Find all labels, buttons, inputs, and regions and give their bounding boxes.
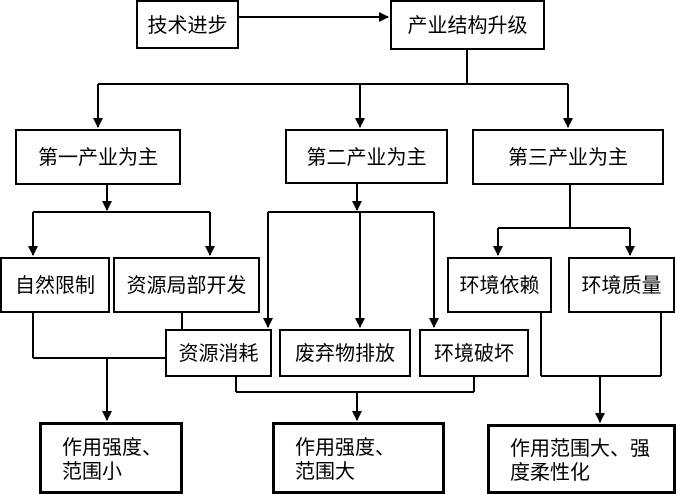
node-waste-discharge: 废弃物排放 [279, 329, 411, 377]
node-result-small: 作用强度、 范围小 [39, 422, 183, 494]
result-soft-line2: 度柔性化 [510, 460, 590, 484]
node-environment-quality: 环境质量 [568, 257, 675, 313]
node-environment-dependence: 环境依赖 [447, 257, 552, 313]
result-small-line1: 作用强度、 [62, 435, 162, 459]
node-secondary-industry: 第二产业为主 [285, 129, 448, 184]
node-industry-upgrade: 产业结构升级 [390, 0, 545, 50]
node-result-large: 作用强度、 范围大 [272, 422, 445, 494]
node-natural-limit: 自然限制 [0, 257, 110, 313]
node-environment-damage: 环境破坏 [419, 329, 529, 377]
result-large-line1: 作用强度、 [295, 435, 395, 459]
node-tech-progress: 技术进步 [136, 0, 239, 49]
result-small-line2: 范围小 [62, 459, 122, 483]
result-soft-line1: 作用范围大、强 [510, 436, 650, 460]
node-resource-consumption: 资源消耗 [165, 329, 272, 377]
node-result-soft: 作用范围大、强 度柔性化 [487, 424, 676, 494]
result-large-line2: 范围大 [295, 459, 355, 483]
node-partial-development: 资源局部开发 [113, 257, 260, 313]
node-primary-industry: 第一产业为主 [15, 129, 181, 185]
node-tertiary-industry: 第三产业为主 [472, 129, 664, 185]
